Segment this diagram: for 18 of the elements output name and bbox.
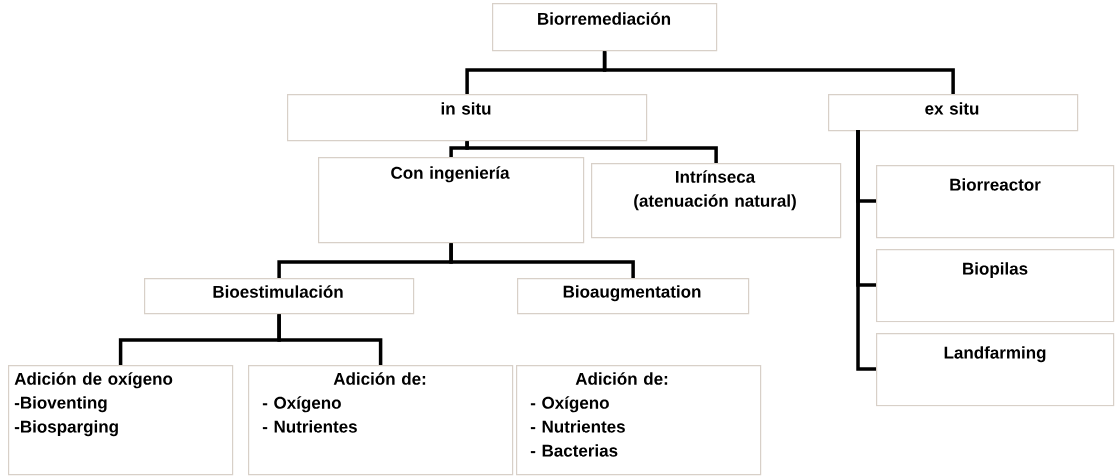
category-box: Intrínseca (atenuación natural)	[591, 163, 842, 239]
category-box: Landfarming	[876, 333, 1115, 407]
connector-line	[856, 130, 876, 371]
category-box: Adición de: - Oxígeno - Nutrientes - Bacterias	[516, 365, 762, 476]
category-box: Bioaugmentation	[517, 278, 750, 315]
category-box: in situ	[287, 94, 648, 142]
category-box: Adición de: - Oxígeno - Nutrientes	[248, 365, 514, 476]
category-box: Con ingeniería	[318, 157, 585, 244]
connector-line	[602, 51, 955, 94]
category-box: Adición de oxígeno -Bioventing -Biosparging	[8, 365, 234, 476]
connector-line	[277, 314, 383, 365]
connector-line	[449, 243, 635, 278]
root-box: Biorremediación	[492, 3, 718, 52]
category-box: Biopilas	[876, 249, 1115, 323]
category-box: Biorreactor	[876, 165, 1115, 239]
category-box: ex situ	[828, 94, 1079, 132]
category-box: Bioestimulación	[144, 278, 415, 315]
connector-line	[465, 141, 718, 163]
